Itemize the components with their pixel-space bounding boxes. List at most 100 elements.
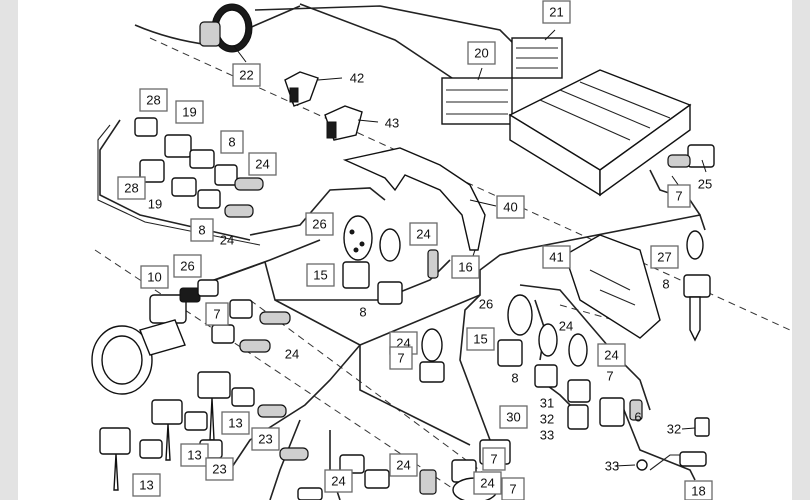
callout-24-bottom-a: 24 xyxy=(324,469,353,493)
svg-text:22: 22 xyxy=(239,68,253,83)
callout-19-mid: 19 xyxy=(148,197,162,212)
callout-24-mid: 24 xyxy=(220,233,234,248)
air-mass-meter xyxy=(91,319,186,395)
connector-cluster-left xyxy=(134,117,264,218)
svg-text:7: 7 xyxy=(397,351,404,366)
svg-text:19: 19 xyxy=(182,105,196,120)
callout-27: 27 xyxy=(650,245,679,269)
callout-24-left: 24 xyxy=(285,347,299,362)
callout-8-top: 8 xyxy=(220,130,244,154)
callout-13-c: 13 xyxy=(132,473,161,497)
callout-7-bottom-right: 7 xyxy=(501,477,525,500)
svg-text:16: 16 xyxy=(458,260,472,275)
callout-24-bottom-c: 24 xyxy=(473,471,502,495)
callout-24-right-low: 24 xyxy=(597,343,626,367)
callout-24-bottom-b: 24 xyxy=(389,453,418,477)
callout-26-center: 26 xyxy=(305,212,334,236)
callout-13-b: 13 xyxy=(180,443,209,467)
callout-40: 40 xyxy=(496,195,525,219)
callout-7-center-low: 7 xyxy=(389,346,413,370)
callout-20: 20 xyxy=(467,41,496,65)
callout-8-right-low: 8 xyxy=(511,371,518,386)
sensors-right-group xyxy=(419,294,643,430)
callout-23-a: 23 xyxy=(251,427,280,451)
callout-26-right: 26 xyxy=(479,297,493,312)
callout-43: 43 xyxy=(385,116,399,131)
svg-text:15: 15 xyxy=(473,332,487,347)
callout-33-center: 33 xyxy=(540,428,554,443)
callout-32-right: 32 xyxy=(667,422,681,437)
callout-33-right: 33 xyxy=(605,459,619,474)
callout-15-right: 15 xyxy=(466,327,495,351)
svg-text:41: 41 xyxy=(549,250,563,265)
callout-23-b: 23 xyxy=(205,457,234,481)
svg-text:8: 8 xyxy=(198,223,205,238)
svg-text:8: 8 xyxy=(228,135,235,150)
svg-text:40: 40 xyxy=(503,200,517,215)
grommet-part-22 xyxy=(199,3,253,53)
svg-text:23: 23 xyxy=(258,432,272,447)
svg-text:24: 24 xyxy=(255,157,269,172)
svg-text:24: 24 xyxy=(331,474,345,489)
callout-7-right-low: 7 xyxy=(606,369,613,384)
svg-text:10: 10 xyxy=(147,270,161,285)
callout-21: 21 xyxy=(542,0,571,24)
svg-text:24: 24 xyxy=(396,458,410,473)
svg-text:23: 23 xyxy=(212,462,226,477)
svg-text:30: 30 xyxy=(506,410,520,425)
callout-15-center: 15 xyxy=(306,263,335,287)
svg-text:24: 24 xyxy=(480,476,494,491)
callout-24-right: 24 xyxy=(559,319,573,334)
svg-text:26: 26 xyxy=(312,217,326,232)
callout-26-left: 26 xyxy=(173,254,202,278)
callout-leader-lines xyxy=(233,29,707,467)
viewer-left-margin xyxy=(0,0,18,500)
callout-42: 42 xyxy=(350,71,364,86)
callout-28-mid: 28 xyxy=(117,176,146,200)
svg-text:21: 21 xyxy=(549,5,563,20)
svg-text:27: 27 xyxy=(657,250,671,265)
callout-6: 6 xyxy=(634,410,641,425)
callout-30: 30 xyxy=(499,405,528,429)
svg-text:20: 20 xyxy=(474,46,488,61)
svg-text:26: 26 xyxy=(180,259,194,274)
callout-22: 22 xyxy=(232,63,261,87)
callout-13-a: 13 xyxy=(221,411,250,435)
clip-part-43 xyxy=(324,105,363,141)
callout-25: 25 xyxy=(698,177,712,192)
callout-31: 31 xyxy=(540,396,554,411)
injector-connectors xyxy=(139,299,309,461)
svg-text:15: 15 xyxy=(313,268,327,283)
callout-7-left: 7 xyxy=(205,302,229,326)
callout-41: 41 xyxy=(542,245,571,269)
callout-7-right: 7 xyxy=(667,184,691,208)
clip-part-42 xyxy=(284,71,319,107)
svg-text:24: 24 xyxy=(604,348,618,363)
callout-24-top: 24 xyxy=(248,152,277,176)
svg-text:24: 24 xyxy=(416,227,430,242)
svg-text:18: 18 xyxy=(691,484,705,499)
callout-10: 10 xyxy=(140,265,169,289)
oxygen-sensor-right xyxy=(667,144,715,342)
knock-sensors-center xyxy=(342,215,439,305)
callout-8-mid: 8 xyxy=(190,218,214,242)
bracket-part-41 xyxy=(564,234,661,339)
callout-16: 16 xyxy=(451,255,480,279)
small-parts-far-right xyxy=(636,417,710,471)
control-unit-module xyxy=(508,69,692,197)
svg-text:7: 7 xyxy=(490,452,497,467)
callout-19-top: 19 xyxy=(175,100,204,124)
svg-text:13: 13 xyxy=(187,448,201,463)
bracket-part-40 xyxy=(342,147,486,251)
connector-part-20 xyxy=(441,77,513,125)
svg-text:28: 28 xyxy=(124,181,138,196)
ignition-coils xyxy=(99,371,231,491)
callout-28-top: 28 xyxy=(139,88,168,112)
viewer-right-margin xyxy=(792,0,810,500)
svg-text:7: 7 xyxy=(213,307,220,322)
connector-part-21 xyxy=(511,37,563,79)
callout-18: 18 xyxy=(684,480,713,500)
svg-text:13: 13 xyxy=(228,416,242,431)
